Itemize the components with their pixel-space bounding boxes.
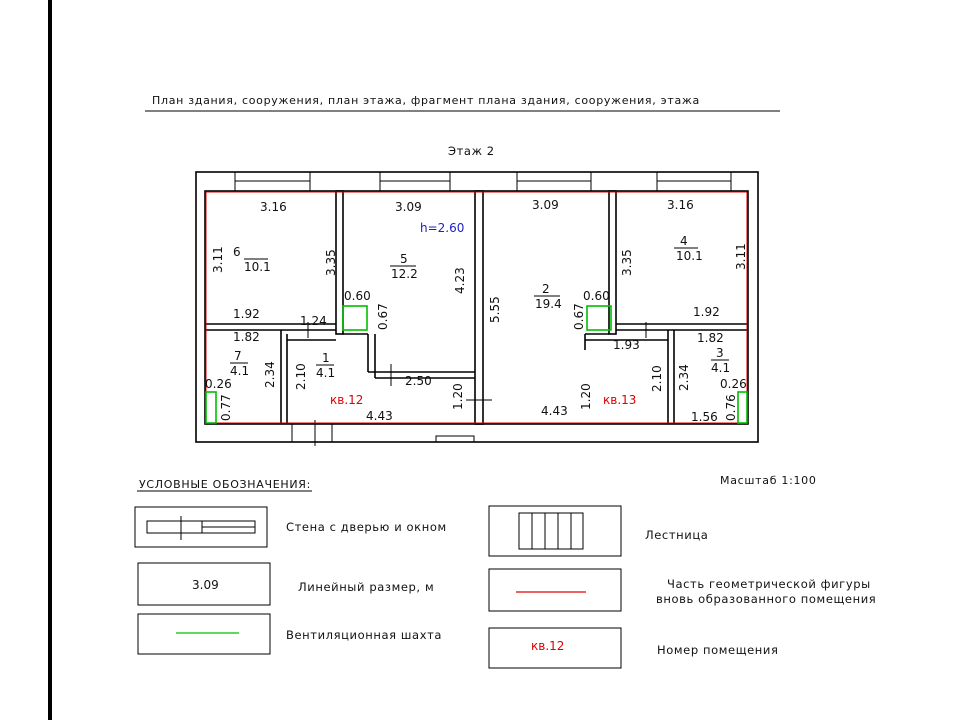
plan-title: План здания, сооружения, план этажа, фра… — [152, 94, 700, 107]
dim-250: 2.50 — [405, 374, 432, 388]
room-7-area: 4.1 — [230, 364, 249, 378]
dim-234-left: 2.34 — [263, 361, 277, 388]
room-5-area: 12.2 — [391, 267, 418, 281]
legend-part-line1: Часть геометрической фигуры — [667, 577, 871, 591]
room-3-num: 3 — [716, 346, 724, 360]
vent-shafts — [205, 305, 748, 424]
room-2-area: 19.4 — [535, 297, 562, 311]
legend: УСЛОВНЫЕ ОБОЗНАЧЕНИЯ: Масштаб 1:100 Стен… — [134, 474, 876, 669]
dim-311-left: 3.11 — [211, 246, 225, 273]
scale-label: Масштаб 1:100 — [720, 474, 817, 487]
dim-077: 0.77 — [219, 394, 233, 421]
room-3-area: 4.1 — [711, 361, 730, 375]
dim-192-left: 1.92 — [233, 307, 260, 321]
dim-316-right: 3.16 — [667, 198, 694, 212]
bottom-openings — [291, 420, 475, 446]
legend-stairs-box — [488, 505, 622, 557]
building-plan: 6 10.1 5 12.2 2 19.4 4 10.1 7 4.1 1 4.1 … — [195, 171, 759, 446]
room-4-area: 10.1 — [676, 249, 703, 263]
dim-311-right: 3.11 — [734, 243, 748, 270]
dim-309-right: 3.09 — [532, 198, 559, 212]
dim-309-left: 3.09 — [395, 200, 422, 214]
room-6-area: 10.1 — [244, 260, 271, 274]
dim-335-right: 3.35 — [620, 249, 634, 276]
dim-182-right: 1.82 — [697, 331, 724, 345]
room-6-num: 6 — [233, 245, 241, 259]
legend-linear-box — [137, 562, 271, 606]
legend-room-box — [488, 627, 622, 669]
legend-wall-box — [134, 506, 268, 548]
dim-182-left: 1.82 — [233, 330, 260, 344]
apartment-13-label: кв.13 — [603, 393, 636, 407]
apartment-12-label: кв.12 — [330, 393, 363, 407]
outer-wall — [195, 171, 759, 443]
dim-443-right: 4.43 — [541, 404, 568, 418]
room-7-num: 7 — [234, 349, 242, 363]
dim-060-left: 0.60 — [344, 289, 371, 303]
room-1-area: 4.1 — [316, 366, 335, 380]
dim-120-left: 1.20 — [451, 383, 465, 410]
dim-192-right: 1.92 — [693, 305, 720, 319]
dim-193: 1.93 — [613, 338, 640, 352]
room-1-num: 1 — [322, 351, 330, 365]
dim-060-right: 0.60 — [583, 289, 610, 303]
vertical-dimension-labels: 3.11 3.35 4.23 5.55 3.35 3.11 0.67 0.67 … — [211, 243, 748, 421]
dim-156: 1.56 — [691, 410, 718, 424]
ceiling-height: h=2.60 — [420, 221, 464, 235]
dim-210-right: 2.10 — [650, 365, 664, 392]
legend-part-box — [488, 568, 622, 612]
dim-423: 4.23 — [453, 267, 467, 294]
dim-120-right: 1.20 — [579, 383, 593, 410]
legend-wall-label: Стена с дверью и окном — [286, 520, 447, 534]
dim-335-left: 3.35 — [324, 249, 338, 276]
dim-026-left: 0.26 — [205, 377, 232, 391]
dim-316-left: 3.16 — [260, 200, 287, 214]
legend-vent-label: Вентиляционная шахта — [286, 628, 442, 642]
stairs-icon — [518, 512, 584, 550]
room-labels: 6 10.1 5 12.2 2 19.4 4 10.1 7 4.1 1 4.1 … — [230, 221, 730, 407]
legend-linear-sample: 3.09 — [192, 578, 219, 592]
room-5-num: 5 — [400, 252, 408, 266]
door-marks — [307, 322, 647, 401]
legend-title: УСЛОВНЫЕ ОБОЗНАЧЕНИЯ: — [139, 478, 311, 491]
dim-067-right: 0.67 — [572, 303, 586, 330]
legend-stairs-label: Лестница — [645, 528, 708, 542]
dim-026-right: 0.26 — [720, 377, 747, 391]
legend-wall-sample — [146, 516, 256, 540]
dim-555: 5.55 — [488, 296, 502, 323]
room-4-num: 4 — [680, 234, 688, 248]
dim-443-left: 4.43 — [366, 409, 393, 423]
window-top — [234, 171, 732, 192]
legend-room-label: Номер помещения — [657, 643, 779, 657]
interior-walls — [205, 190, 748, 425]
legend-vent-box — [137, 613, 271, 655]
dim-124: 1.24 — [300, 314, 327, 328]
dim-076: 0.76 — [724, 394, 738, 421]
dim-234-right: 2.34 — [677, 364, 691, 391]
sheet-border — [48, 0, 52, 720]
dim-067-left: 0.67 — [376, 303, 390, 330]
dimension-labels: 3.16 3.09 3.09 3.16 0.60 0.60 1.92 1.24 … — [205, 198, 747, 424]
legend-linear-label: Линейный размер, м — [298, 580, 434, 594]
dim-210-left: 2.10 — [294, 363, 308, 390]
new-room-outline — [205, 191, 748, 424]
floor-label: Этаж 2 — [448, 144, 495, 158]
legend-part-line2: вновь образованного помещения — [656, 592, 876, 606]
room-2-num: 2 — [542, 282, 550, 296]
legend-room-sample: кв.12 — [531, 639, 564, 653]
